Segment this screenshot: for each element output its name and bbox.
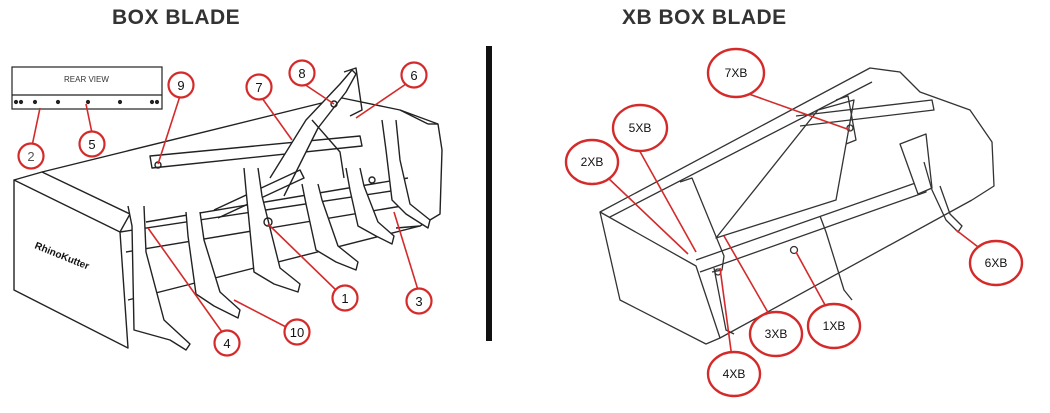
svg-text:1: 1	[341, 291, 348, 306]
rear-view-inset	[11, 66, 163, 110]
callout-4: 4	[213, 329, 241, 357]
panel-divider	[486, 46, 492, 341]
rear-view-label: REAR VIEW	[64, 75, 109, 84]
svg-text:10: 10	[290, 325, 304, 340]
callout-2xb: 2XB	[564, 138, 620, 186]
svg-text:2: 2	[27, 149, 34, 164]
svg-text:6XB: 6XB	[985, 256, 1008, 270]
box-blade-leader-lines	[31, 83, 419, 333]
box-blade-drawing	[13, 67, 443, 351]
callout-5: 5	[78, 130, 106, 158]
callout-1xb: 1XB	[806, 302, 862, 350]
callout-5xb: 5XB	[611, 103, 669, 153]
box-blade-diagram: REAR VIEW	[11, 59, 443, 357]
callout-2: 2	[17, 142, 45, 170]
svg-text:8: 8	[298, 66, 305, 81]
xb-box-blade-drawing	[599, 67, 995, 345]
callout-3xb: 3XB	[748, 310, 804, 358]
svg-text:9: 9	[177, 78, 184, 93]
svg-text:3XB: 3XB	[765, 327, 788, 341]
xb-box-blade-title: XB BOX BLADE	[622, 6, 787, 29]
xb-box-blade-diagram: 7XB 5XB 2XB 6XB 3XB 1XB 4XB	[564, 47, 1024, 398]
callout-6: 6	[400, 61, 428, 89]
xb-box-blade-panel: XB BOX BLADE	[500, 0, 1050, 413]
svg-text:1XB: 1XB	[823, 319, 846, 333]
svg-text:4: 4	[223, 336, 230, 351]
box-blade-title: BOX BLADE	[112, 6, 241, 29]
callout-4xb: 4XB	[706, 350, 762, 398]
svg-text:5XB: 5XB	[629, 121, 652, 135]
xb-leader-lines	[605, 87, 983, 359]
callout-3: 3	[405, 287, 433, 315]
callout-7xb: 7XB	[706, 47, 766, 99]
svg-text:7XB: 7XB	[725, 66, 748, 80]
svg-text:5: 5	[88, 137, 95, 152]
svg-text:2XB: 2XB	[581, 155, 604, 169]
svg-text:7: 7	[255, 80, 262, 95]
box-blade-panel: BOX BLADE REAR VIEW	[0, 0, 480, 413]
callout-7: 7	[245, 73, 273, 101]
svg-text:4XB: 4XB	[723, 367, 746, 381]
callout-1: 1	[331, 284, 359, 312]
callout-10: 10	[283, 318, 311, 346]
callout-6xb: 6XB	[968, 239, 1024, 287]
callout-9: 9	[167, 71, 195, 99]
callout-8: 8	[288, 59, 316, 87]
svg-text:3: 3	[415, 294, 422, 309]
svg-text:6: 6	[410, 68, 417, 83]
